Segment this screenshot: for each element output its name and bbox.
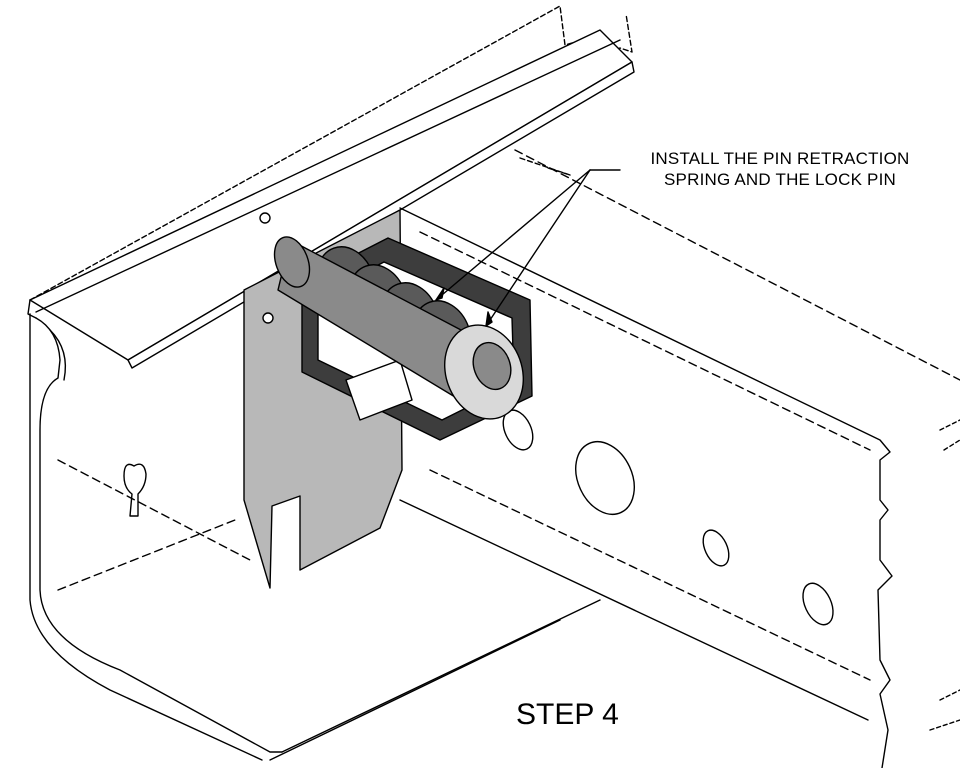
small-hole <box>259 212 271 224</box>
callout-leaders <box>435 169 621 327</box>
channel-holes <box>123 212 834 626</box>
callout-line-1: INSTALL THE PIN RETRACTION <box>650 149 910 168</box>
hole <box>702 529 730 567</box>
keyhole-slot <box>123 463 147 517</box>
callout-text: INSTALL THE PIN RETRACTION SPRING AND TH… <box>600 148 960 190</box>
hole <box>802 582 834 626</box>
step-label: STEP 4 <box>516 698 619 731</box>
callout-line-2: SPRING AND THE LOCK PIN <box>664 170 896 189</box>
channel-frame <box>29 149 960 768</box>
large-hole <box>575 441 635 515</box>
lock-pin <box>273 236 525 420</box>
